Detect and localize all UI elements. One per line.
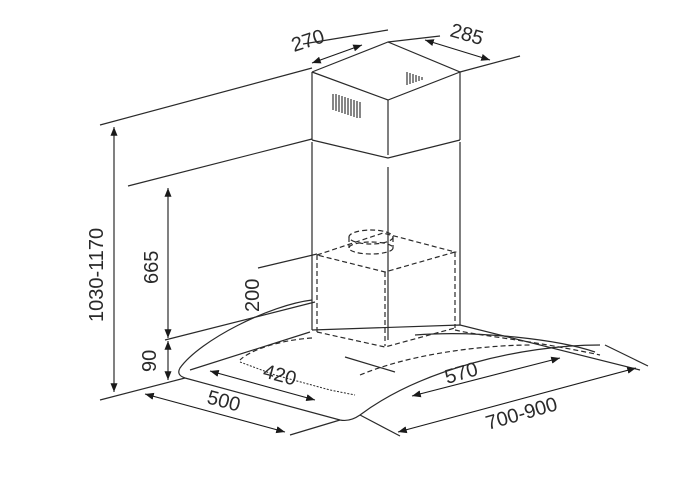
label-canopy-height: 90 (139, 350, 161, 372)
motor-box (316, 229, 458, 348)
label-inner-width: 570 (442, 358, 480, 388)
label-chimney-depth: 285 (448, 20, 486, 50)
chimney-lower (311, 142, 461, 340)
label-chimney-lower-height: 665 (141, 251, 163, 284)
label-chimney-width: 270 (289, 26, 328, 57)
label-motor-box-height: 200 (242, 279, 264, 312)
label-inner-depth: 420 (261, 361, 299, 391)
vent-grille-icon (332, 72, 423, 118)
extension-lines (99, 29, 649, 437)
label-total-height: 1030-1170 (86, 228, 108, 322)
chimney-upper (311, 41, 462, 159)
label-canopy-width: 700-900 (483, 393, 560, 434)
dimension-labels: 270 285 1030-1170 665 200 90 420 500 570… (86, 20, 560, 435)
canopy (178, 299, 641, 422)
dimension-arrows (110, 39, 637, 434)
